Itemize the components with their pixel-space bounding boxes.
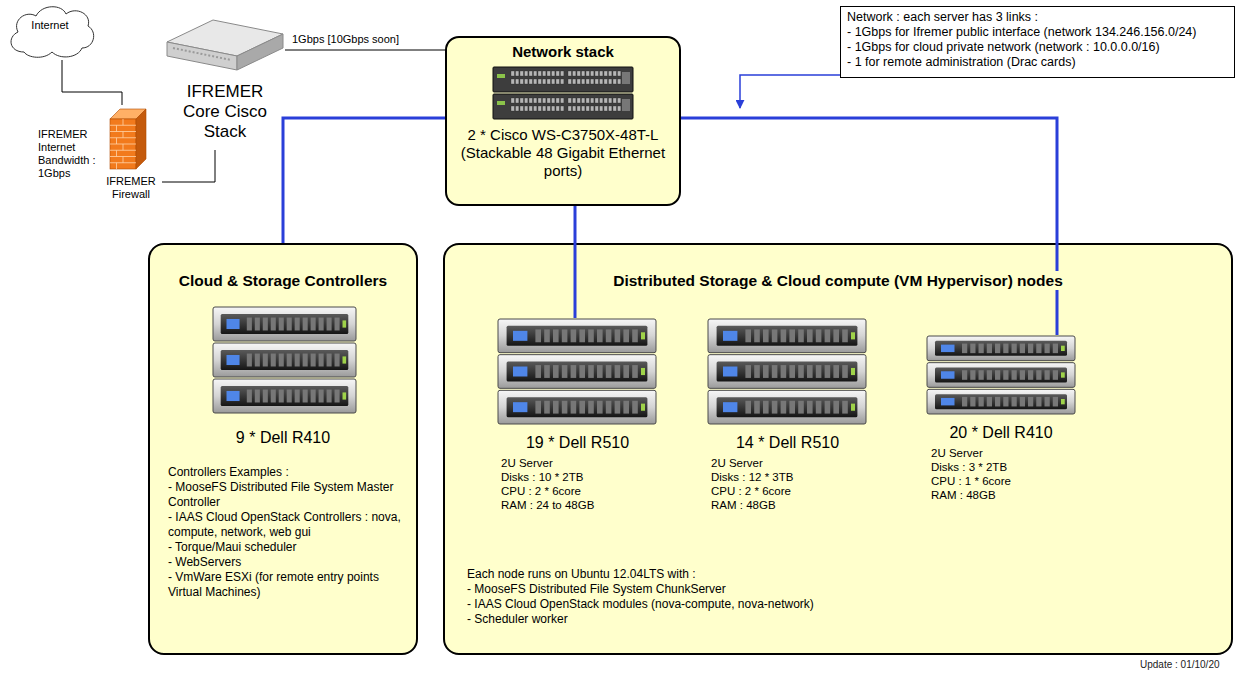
box-title: Cloud & Storage Controllers bbox=[162, 271, 404, 290]
server-stack bbox=[162, 306, 406, 414]
label-holder: 1Gbps [10Gbps soon] bbox=[292, 33, 399, 46]
nodes-box: Distributed Storage & Cloud compute (VM … bbox=[443, 243, 1233, 655]
cloud-shape: Internet bbox=[4, 2, 96, 60]
list-line: Each node runs on Ubuntu 12.04LTS with : bbox=[467, 567, 1167, 582]
list-line: Controllers Examples : bbox=[168, 465, 404, 480]
list-line: - VmWare ESXi (for remote entry points V… bbox=[168, 570, 404, 600]
spec-list: 2U ServerDisks : 10 * 2TBCPU : 2 * 6core… bbox=[495, 456, 660, 512]
server-group: 20 * Dell R410 2U ServerDisks : 3 * 2TBCP… bbox=[925, 335, 1077, 510]
list-line: - IAAS Cloud OpenStack Controllers : nov… bbox=[168, 510, 404, 540]
note-line: - 1Gbps for Ifremer public interface (ne… bbox=[847, 25, 1228, 40]
spec-list: 2U ServerDisks : 12 * 3TBCPU : 2 * 6core… bbox=[705, 456, 870, 512]
title-row: Distributed Storage & Cloud compute (VM … bbox=[455, 271, 1221, 290]
connector bbox=[285, 50, 445, 51]
cloud-label: Internet bbox=[4, 2, 96, 32]
server-stack-art bbox=[705, 318, 870, 425]
firewall: IFREMER Firewall bbox=[100, 105, 162, 209]
note-line: - 1 for remote administration (Drac card… bbox=[847, 55, 1228, 70]
server-group: 14 * Dell R510 2U ServerDisks : 12 * 3TBC… bbox=[705, 318, 870, 520]
server-stack-art bbox=[925, 335, 1077, 415]
leader-line bbox=[740, 75, 840, 108]
box-title: Network stack bbox=[455, 43, 671, 61]
connector bbox=[283, 118, 445, 243]
spec-line: RAM : 48GB bbox=[931, 488, 1077, 502]
server-stack bbox=[705, 318, 870, 425]
label-holder: Update : 01/10/20 bbox=[1140, 659, 1220, 671]
edge-label: 1Gbps [10Gbps soon] bbox=[292, 33, 399, 46]
server-count: 9 * Dell R410 bbox=[162, 428, 404, 447]
server-stack-art bbox=[495, 318, 660, 425]
server-count: 20 * Dell R410 bbox=[925, 423, 1077, 442]
connector bbox=[162, 150, 215, 182]
connector bbox=[681, 118, 1057, 335]
server-stack-art bbox=[162, 306, 406, 414]
connector bbox=[62, 60, 122, 105]
list-line: - Scheduler worker bbox=[467, 612, 1167, 627]
switch-stack-art bbox=[455, 66, 671, 120]
edge-label: IFREMER Internet Bandwidth : 1Gbps bbox=[38, 128, 98, 180]
spec-line: 2U Server bbox=[931, 446, 1077, 460]
note-line: Network : each server has 3 links : bbox=[847, 10, 1228, 25]
connector bbox=[574, 206, 577, 318]
server-group: 19 * Dell R510 2U ServerDisks : 10 * 2TBC… bbox=[495, 318, 660, 520]
firewall-art bbox=[100, 105, 162, 171]
network-stack-box: Network stack 2 * Cisco WS-C3750X-48T-L (… bbox=[445, 36, 681, 206]
core-switch bbox=[165, 10, 285, 72]
spec-line: RAM : 48GB bbox=[711, 498, 870, 512]
label-holder: IFREMER Internet Bandwidth : 1Gbps bbox=[38, 128, 98, 180]
controller-list: Controllers Examples :- MooseFS Distribu… bbox=[162, 465, 404, 600]
list-line: - IAAS Cloud OpenStack modules (nova-com… bbox=[467, 597, 1167, 612]
list-line: - MooseFS Distributed File System Master… bbox=[168, 480, 404, 510]
server-count: 19 * Dell R510 bbox=[495, 433, 660, 452]
server-stack bbox=[495, 318, 660, 425]
spec-line: CPU : 1 * 6core bbox=[931, 474, 1077, 488]
note-box: Network : each server has 3 links :- 1Gb… bbox=[840, 6, 1235, 78]
switch-stack bbox=[455, 66, 671, 120]
spec-line: 2U Server bbox=[711, 456, 870, 470]
node-notes: Each node runs on Ubuntu 12.04LTS with :… bbox=[467, 567, 1167, 627]
core-switch: IFREMER Core Cisco Stack bbox=[165, 10, 285, 150]
list-line: - WebServers bbox=[168, 555, 404, 570]
spec-line: Disks : 3 * 2TB bbox=[931, 460, 1077, 474]
update-note: Update : 01/10/20 bbox=[1140, 659, 1220, 671]
spec-line: CPU : 2 * 6core bbox=[711, 484, 870, 498]
list-line: - MooseFS Distributed File System ChunkS… bbox=[467, 582, 1167, 597]
spec-line: RAM : 24 to 48GB bbox=[501, 498, 660, 512]
box-title: Distributed Storage & Cloud compute (VM … bbox=[608, 271, 1068, 290]
list-line: - Torque/Maui scheduler bbox=[168, 540, 404, 555]
spec-line: Disks : 12 * 3TB bbox=[711, 470, 870, 484]
spec-line: 2U Server bbox=[501, 456, 660, 470]
box-body: 2 * Cisco WS-C3750X-48T-L (Stackable 48 … bbox=[455, 126, 671, 180]
server-stack bbox=[925, 335, 1077, 415]
spec-list: 2U ServerDisks : 3 * 2TBCPU : 1 * 6coreR… bbox=[925, 446, 1077, 502]
core-switch-art bbox=[165, 10, 285, 72]
note-line: - 1Gbps for cloud private network (netwo… bbox=[847, 40, 1228, 55]
switch-label: IFREMER Core Cisco Stack bbox=[175, 82, 275, 142]
firewall-label: IFREMER Firewall bbox=[100, 175, 162, 201]
spec-line: Disks : 10 * 2TB bbox=[501, 470, 660, 484]
server-count: 14 * Dell R510 bbox=[705, 433, 870, 452]
spec-line: CPU : 2 * 6core bbox=[501, 484, 660, 498]
controllers-box: Cloud & Storage Controllers 9 * Dell R410… bbox=[148, 243, 418, 655]
firewall bbox=[100, 105, 162, 171]
